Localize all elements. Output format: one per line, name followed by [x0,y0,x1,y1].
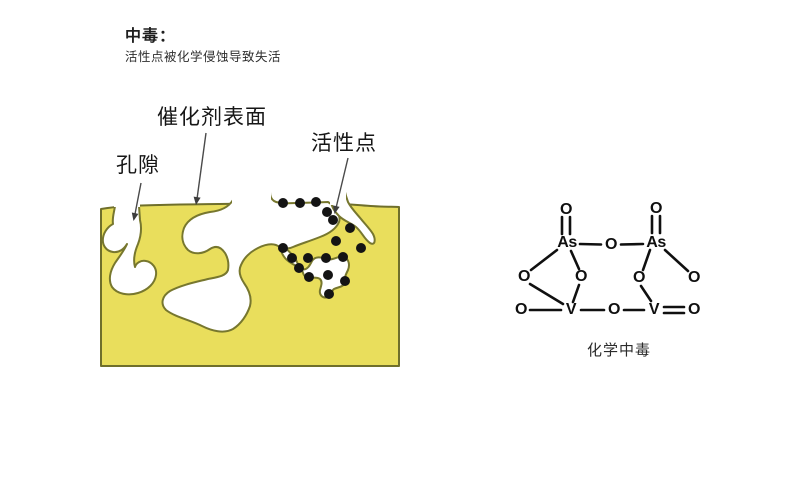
atom-As: As [646,234,666,251]
active-site-dot [323,270,333,280]
leader-line-active-site [335,157,349,209]
atom-O: O [575,268,587,285]
pores [101,187,376,333]
active-site-dots [278,197,366,299]
leader-lines [131,132,349,221]
active-site-dot [311,197,321,207]
atom-O: O [560,201,572,218]
atom-V: V [648,301,660,318]
active-site-dot [321,253,331,263]
active-site-dot [338,252,348,262]
pore-left [101,191,158,296]
leader-line-surface [196,132,207,200]
active-site-dot [322,207,332,217]
atom-O: O [608,301,620,318]
atom-O: O [650,200,662,217]
pore-opening-mask [232,187,271,205]
active-site-dot [324,289,334,299]
active-site-dot [340,276,350,286]
arrowhead-active-site [333,205,340,214]
active-site-dot [278,198,288,208]
arrowhead-surface [193,196,201,205]
active-site-dot [303,253,313,263]
label-catalyst-surface: 催化剂表面 [157,106,267,129]
arrowhead-pore [131,212,139,221]
page-title: 中毒： [125,28,177,45]
atom-O: O [605,236,617,253]
active-site-dot [278,243,288,253]
pore-dotted-lower [280,246,350,299]
active-site-dot [345,223,355,233]
active-site-dot [295,198,305,208]
atom-O: O [515,301,527,318]
active-site-dot [328,215,338,225]
active-site-dot [294,263,304,273]
label-pore: 孔隙 [116,154,160,177]
pore-opening-mask [114,187,140,207]
leader-line-pore [134,182,142,215]
active-site-dot [287,253,297,263]
atom-O: O [633,269,645,286]
atom-O: O [518,268,530,285]
molecule-bonds [528,214,690,315]
pore-opening-mask [330,187,346,205]
atom-V: V [565,301,577,318]
active-site-dot [356,243,366,253]
atom-O: O [688,301,700,318]
molecule-caption: 化学中毒 [587,342,652,359]
active-site-dot [304,272,314,282]
label-active-site: 活性点 [311,132,377,155]
page-subtitle: 活性点被化学侵蚀导致失活 [125,50,282,64]
atom-O: O [688,269,700,286]
atom-As: As [557,234,577,251]
active-site-dot [331,236,341,246]
